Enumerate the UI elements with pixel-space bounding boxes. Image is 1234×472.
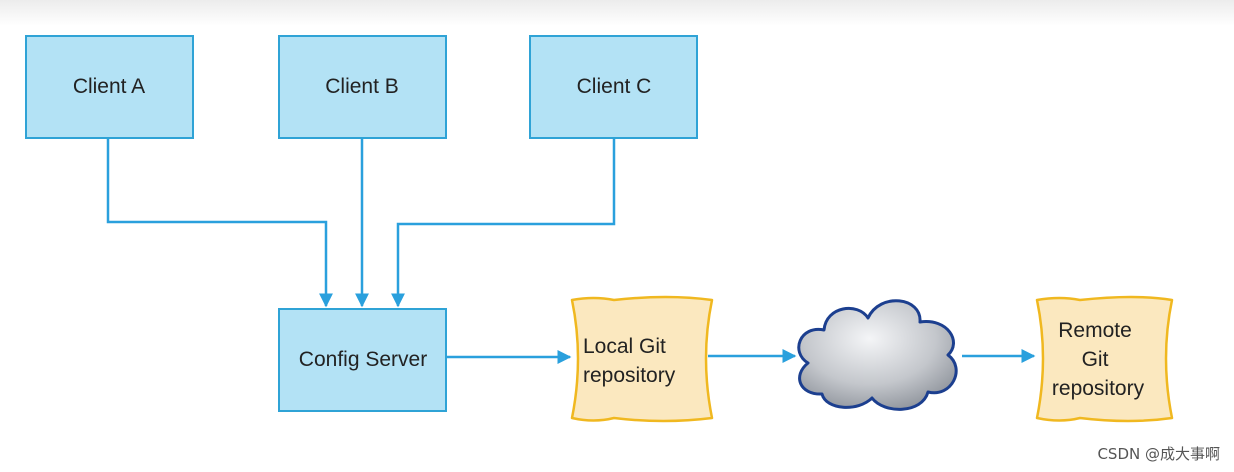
config-server-box: Config Server	[278, 308, 447, 412]
client-a-box: Client A	[25, 35, 194, 139]
cloud-icon	[797, 299, 958, 411]
watermark: CSDN @成大事啊	[1097, 445, 1220, 463]
remote-git-repository-scroll: Remote Git repository	[1035, 295, 1174, 423]
client-c-box: Client C	[529, 35, 698, 139]
client-b-box: Client B	[278, 35, 447, 139]
remote-git-label-line-3: repository	[1052, 377, 1145, 400]
connector-client-c-to-config-server	[391, 138, 616, 308]
client-c-label: Client C	[577, 75, 652, 98]
remote-git-label-line-2: Git	[1082, 348, 1109, 371]
config-server-label: Config Server	[299, 348, 427, 371]
connector-client-a-to-config-server	[106, 138, 333, 308]
local-git-repository-scroll: Local Git repository	[570, 295, 714, 423]
remote-git-label-line-1: Remote	[1058, 319, 1132, 342]
client-a-label: Client A	[73, 75, 145, 98]
top-band	[0, 0, 1234, 26]
local-git-label-line-2: repository	[583, 364, 676, 387]
connectors	[106, 138, 1036, 364]
client-b-label: Client B	[325, 75, 399, 98]
local-git-label-line-1: Local Git	[583, 335, 666, 358]
